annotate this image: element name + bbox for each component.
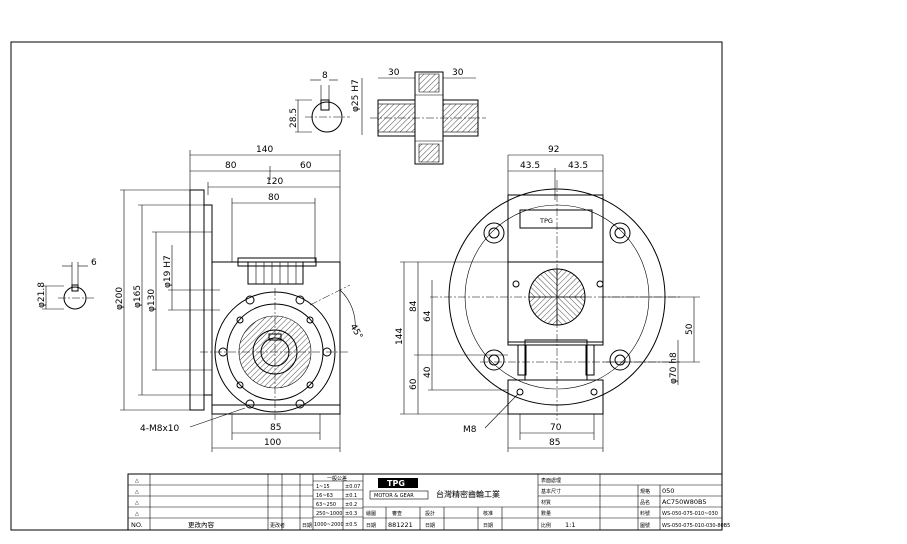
dim-85a: 85 xyxy=(270,423,281,433)
date-label-1: 日期 xyxy=(366,523,376,529)
partno-value: WS-050-075-010~030 xyxy=(662,511,718,517)
dim-flange-dia: φ200 xyxy=(115,287,125,310)
dim-70: 70 xyxy=(550,423,562,433)
svg-text:1~15: 1~15 xyxy=(316,484,330,490)
input-shaft-detail: 6 φ21.8 xyxy=(37,258,97,310)
dim-80a: 80 xyxy=(225,161,237,171)
svg-text:TPG: TPG xyxy=(387,479,405,488)
svg-text:±0.5: ±0.5 xyxy=(345,522,357,528)
svg-text:△: △ xyxy=(135,500,139,506)
svg-text:250~1000: 250~1000 xyxy=(316,511,342,517)
rev-no-label: NO. xyxy=(131,521,143,529)
dim-100: 100 xyxy=(264,438,281,448)
dim-60: 60 xyxy=(300,161,312,171)
dim-144: 144 xyxy=(395,328,405,345)
dim-64: 64 xyxy=(423,310,433,322)
surface-label: 表面處理 xyxy=(541,477,561,484)
dims-label: 基本尺寸 xyxy=(541,488,561,495)
scale-label: 比例 xyxy=(541,522,551,529)
company-name: 台灣精密齒輪工業 xyxy=(436,489,500,499)
front-view: 92 43.5 43.5 TPG xyxy=(395,145,700,452)
dim-84: 84 xyxy=(409,300,419,312)
rev-sign-label: 更改者 xyxy=(270,522,285,529)
svg-text:△: △ xyxy=(135,511,139,517)
side-view: 140 80 60 120 80 xyxy=(115,145,364,452)
svg-text:±0.2: ±0.2 xyxy=(345,502,357,508)
output-keyway-detail: 8 28.5 xyxy=(289,71,350,133)
check-label: 審查 xyxy=(392,510,402,517)
svg-text:63~250: 63~250 xyxy=(316,502,336,508)
key-width-dim: 8 xyxy=(322,71,328,81)
coupling-right-dim: 30 xyxy=(452,68,464,78)
partno-label: 料號 xyxy=(640,510,650,517)
drawno-label: 圖號 xyxy=(640,522,650,529)
drawn-value: 881221 xyxy=(388,521,413,529)
svg-text:±0.1: ±0.1 xyxy=(345,493,357,499)
input-key-dim: 6 xyxy=(91,258,97,268)
key-depth-dim: 28.5 xyxy=(289,108,299,128)
date-label-2: 日期 xyxy=(425,523,435,529)
dim-43-5-right: 43.5 xyxy=(568,161,588,171)
dim-bore-dia: φ19 H7 xyxy=(163,255,173,288)
dim-43-5-left: 43.5 xyxy=(520,161,540,171)
design-label: 設計 xyxy=(425,510,435,517)
svg-text:△: △ xyxy=(135,478,139,484)
dim-140: 140 xyxy=(256,145,273,155)
svg-text:MOTOR & GEAR: MOTOR & GEAR xyxy=(374,493,414,499)
dim-92: 92 xyxy=(548,145,559,155)
dim-120: 120 xyxy=(266,177,283,187)
dim-40: 40 xyxy=(423,366,433,378)
material-label: 材質 xyxy=(541,499,551,506)
flange-bolts xyxy=(483,222,631,371)
thread-note: M8 xyxy=(463,425,477,435)
date-label-3: 日期 xyxy=(483,523,493,529)
svg-text:1000~2000: 1000~2000 xyxy=(314,522,344,528)
company-logo: TPG MOTOR & GEAR xyxy=(369,478,429,500)
angle-45: 45° xyxy=(347,323,364,342)
bolt-note: 4-M8x10 xyxy=(140,424,180,434)
title-block: △ △ △ △ NO. 更改內容 更改者 日期 一般公差 1~15 ±0.07 … xyxy=(127,473,730,531)
drawno-value: WS-050-075-010-030-80B5 xyxy=(662,523,730,529)
tolerance-header: 一般公差 xyxy=(327,475,347,482)
dim-pilot-dia: φ130 xyxy=(147,289,157,312)
input-shaft-dia: φ21.8 xyxy=(37,282,47,308)
dim-spigot-dia: φ165 xyxy=(133,285,143,308)
coupling-detail: 30 30 φ25 H7 xyxy=(351,68,486,165)
housing-logo: TPG xyxy=(539,217,553,225)
svg-text:±0.3: ±0.3 xyxy=(345,511,357,517)
scale-value: 1:1 xyxy=(565,521,575,529)
svg-text:±0.07: ±0.07 xyxy=(345,484,360,490)
rev-date-label: 日期 xyxy=(302,523,312,529)
drawn-label: 繪圖 xyxy=(366,510,376,517)
dim-80b: 80 xyxy=(268,193,280,203)
qty-label: 數量 xyxy=(541,510,551,517)
coupling-left-dim: 30 xyxy=(388,68,400,78)
approve-label: 核准 xyxy=(483,510,493,517)
tolerance-rows: 1~15 ±0.07 16~63 ±0.1 63~250 ±0.2 250~10… xyxy=(314,484,360,528)
spec-value: 050 xyxy=(662,487,674,495)
dim-shaft-dia: φ70 h8 xyxy=(669,352,679,384)
svg-text:△: △ xyxy=(135,489,139,495)
spec-label: 規格 xyxy=(640,488,650,495)
name-value: AC750W80B5 xyxy=(662,498,707,506)
rev-content-label: 更改內容 xyxy=(188,520,215,529)
dim-50: 50 xyxy=(685,323,695,335)
terminal-box xyxy=(247,261,304,285)
dim-60-lower: 60 xyxy=(409,378,419,390)
name-label: 品名 xyxy=(640,499,650,506)
drawing-border xyxy=(10,41,723,531)
coupling-bore-dim: φ25 H7 xyxy=(351,79,361,112)
dim-85b: 85 xyxy=(549,438,560,448)
svg-text:16~63: 16~63 xyxy=(316,493,333,499)
